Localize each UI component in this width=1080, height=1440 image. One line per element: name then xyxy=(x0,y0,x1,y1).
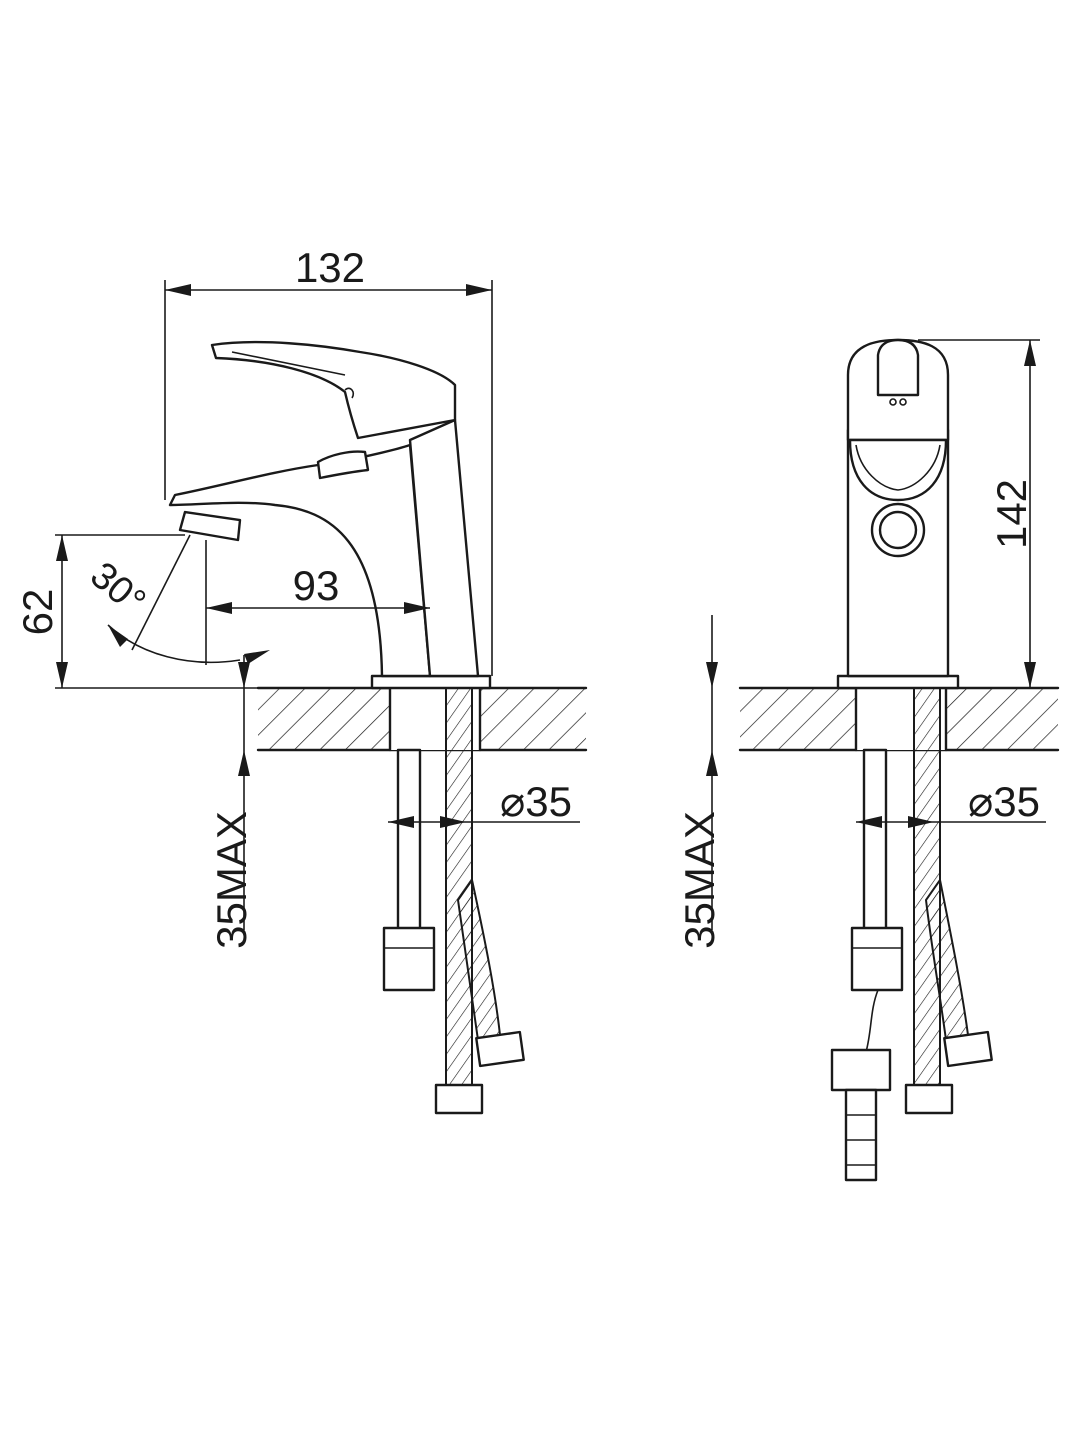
front-view: 142 35MAX ⌀35 xyxy=(676,338,1060,1182)
side-supply-hoses xyxy=(382,687,525,1115)
dim-hole-front: ⌀35 xyxy=(856,778,1046,828)
dim-hole-side: ⌀35 xyxy=(388,778,580,828)
dim-max-thickness-front: 35MAX xyxy=(676,615,723,949)
dim-max-thickness-front-label: 35MAX xyxy=(676,811,723,949)
dim-width: 132 xyxy=(164,244,493,676)
dim-angle-label: 30° xyxy=(82,554,153,623)
dim-spout-reach: 93 xyxy=(206,562,430,614)
front-faucet-body xyxy=(836,338,960,690)
dim-spout-reach-label: 93 xyxy=(293,562,340,609)
dim-max-thickness-side-label: 35MAX xyxy=(208,811,255,949)
side-faucet-body xyxy=(168,340,492,690)
dim-max-thickness-side: 35MAX xyxy=(208,655,255,949)
dim-height-front-label: 142 xyxy=(988,479,1035,549)
dim-hole-front-label: ⌀35 xyxy=(968,778,1040,825)
dim-height-front: 142 xyxy=(918,339,1040,689)
dim-hole-side-label: ⌀35 xyxy=(500,778,572,825)
dim-height-side: 62 xyxy=(14,534,258,689)
side-countertop xyxy=(256,686,588,752)
dim-angle: 30° xyxy=(82,534,270,665)
side-view: 132 62 30° 93 xyxy=(14,244,588,1115)
front-countertop xyxy=(738,686,1060,752)
dim-width-label: 132 xyxy=(295,244,365,291)
dim-height-side-label: 62 xyxy=(14,589,61,636)
front-supply-hoses xyxy=(830,687,993,1182)
